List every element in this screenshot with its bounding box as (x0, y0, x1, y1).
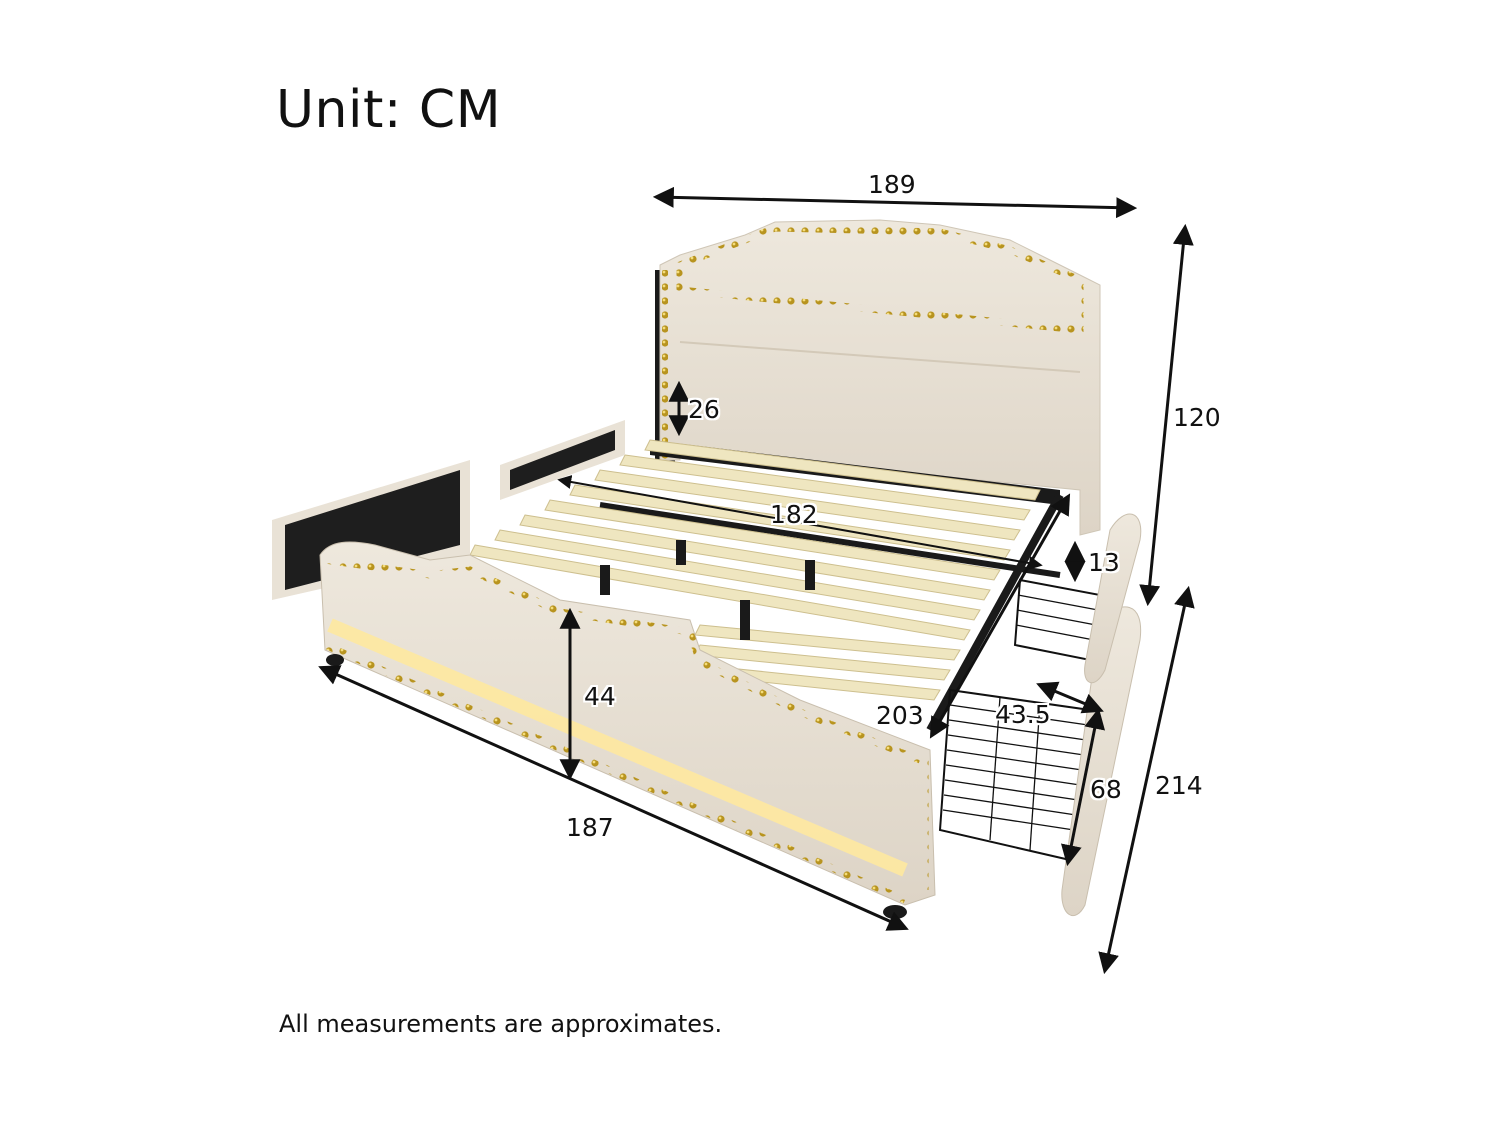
dim-bed-length: 203 (876, 701, 924, 730)
dim-headboard-clearance: 26 (688, 395, 720, 424)
dim-footboard-height: 44 (584, 682, 616, 711)
disclaimer-text: All measurements are approximates. (279, 1010, 723, 1038)
dim-underbed-clearance: 13 (1088, 548, 1120, 577)
dim-total-length: 214 (1155, 771, 1203, 800)
dim-bed-width: 187 (566, 813, 614, 842)
dim-headboard-height: 120 (1173, 403, 1221, 432)
unit-title: Unit: CM (276, 80, 502, 140)
dimension-lines (318, 186, 1195, 975)
dim-drawer-depth: 43.5 (995, 700, 1051, 729)
dim-headboard-width: 189 (868, 170, 916, 199)
dim-slat-length: 182 (770, 500, 818, 529)
dim-drawer-width: 68 (1090, 775, 1122, 804)
